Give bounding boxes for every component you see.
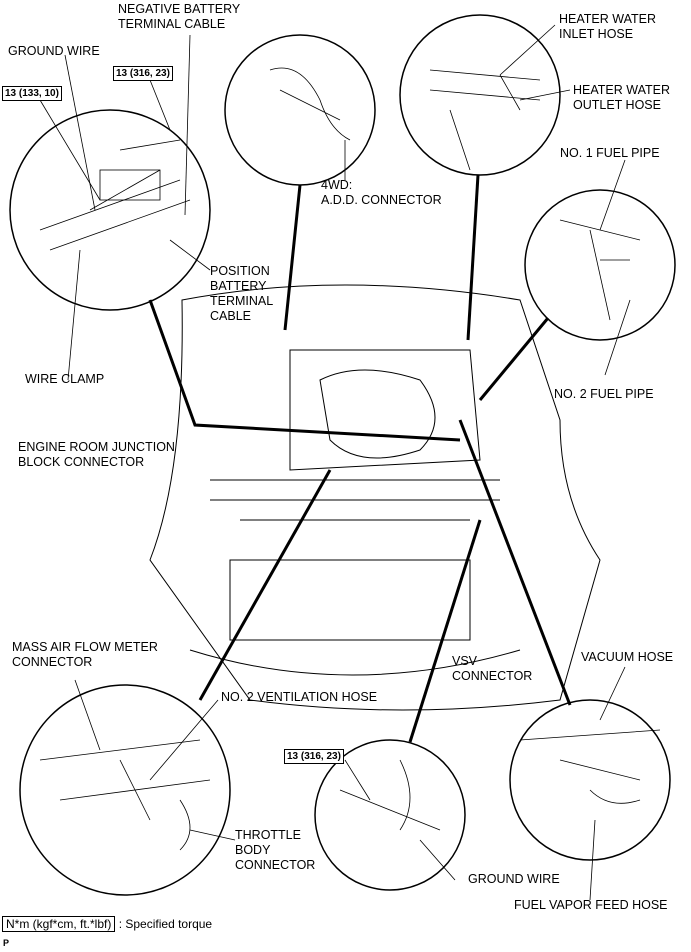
- heater-outlet-hose-label: HEATER WATER OUTLET HOSE: [573, 83, 670, 112]
- legend-text: : Specified torque: [118, 917, 213, 931]
- throttle-body-connector-label: THROTTLE BODY CONNECTOR: [235, 828, 316, 872]
- engine-block: [289, 349, 481, 471]
- radiator-outline: [229, 559, 471, 641]
- legend-unit-box: N*m (kgf*cm, ft.*lbf): [2, 916, 116, 932]
- no2-ventilation-hose-label: NO. 2 VENTILATION HOSE: [221, 690, 378, 704]
- ground-wire-bottom-label: GROUND WIRE: [468, 872, 560, 886]
- figure-code: P: [3, 938, 10, 948]
- throttle-detail-circle: [19, 684, 231, 896]
- vsv-connector-label: VSV CONNECTOR: [452, 654, 533, 683]
- position-battery-cable-label: POSITION BATTERY TERMINAL CABLE: [210, 264, 274, 323]
- intake-outline: [319, 369, 436, 459]
- bumper-outline: [189, 649, 521, 676]
- add-connector-detail-circle: [224, 34, 376, 186]
- battery-detail-circle: [9, 109, 211, 311]
- ground-wire-top-label: GROUND WIRE: [8, 44, 100, 58]
- fuel-vapor-feed-hose-label: FUEL VAPOR FEED HOSE: [514, 898, 668, 912]
- heater-hose-detail-circle: [399, 14, 561, 176]
- negative-battery-cable-label: NEGATIVE BATTERY TERMINAL CABLE: [118, 2, 241, 31]
- vacuum-hose-label: VACUUM HOSE: [581, 650, 674, 664]
- add-connector-label: 4WD: A.D.D. CONNECTOR: [321, 178, 442, 207]
- mass-air-flow-meter-label: MASS AIR FLOW METER CONNECTOR: [12, 640, 158, 669]
- wire-clamp-label: WIRE CLAMP: [25, 372, 105, 386]
- no1-fuel-pipe-label: NO. 1 FUEL PIPE: [560, 146, 660, 160]
- heater-inlet-hose-label: HEATER WATER INLET HOSE: [559, 12, 656, 41]
- hood-outline: [149, 284, 601, 711]
- torque-box-ground-left: 13 (133, 10): [2, 86, 62, 101]
- torque-box-negative-top: 13 (316, 23): [113, 66, 173, 81]
- junction-block-connector-label: ENGINE ROOM JUNCTION BLOCK CONNECTOR: [18, 440, 175, 469]
- fuel-pipe-detail-circle: [524, 189, 676, 341]
- vacuum-detail-circle: [509, 699, 671, 861]
- torque-box-ground-bottom: 13 (316, 23): [284, 749, 344, 764]
- torque-legend: N*m (kgf*cm, ft.*lbf) : Specified torque: [2, 916, 213, 932]
- ground-wire-detail-circle: [314, 739, 466, 891]
- no2-fuel-pipe-label: NO. 2 FUEL PIPE: [554, 387, 654, 401]
